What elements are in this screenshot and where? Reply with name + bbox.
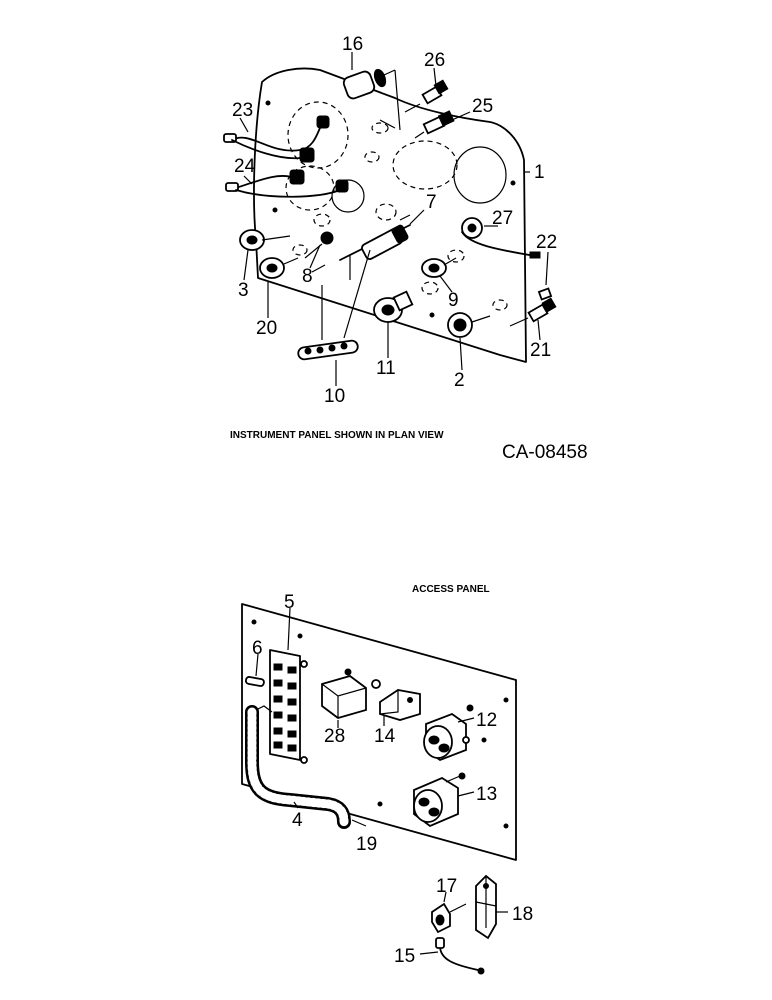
callout-26: 26: [424, 50, 445, 71]
instrument-panel-diagram: 16 26 23 25 1 24 7 27 22 3 8 9 20 21 11 …: [223, 34, 588, 463]
access-panel-diagram: ACCESS PANEL: [241, 584, 533, 975]
part-10-terminal-block: [297, 249, 371, 361]
callout-14: 14: [374, 726, 396, 747]
callout-9: 9: [448, 290, 459, 311]
callout-10: 10: [324, 386, 345, 407]
part-8-nut: [304, 231, 334, 259]
instrument-panel-caption: INSTRUMENT PANEL SHOWN IN PLAN VIEW: [230, 430, 444, 441]
callout-22: 22: [536, 232, 557, 253]
instrument-panel-plate: [253, 67, 527, 363]
part-15-wire: [435, 937, 485, 975]
callout-20: 20: [256, 318, 277, 339]
part-20-gauge: [259, 257, 299, 279]
part-3-gauge: [239, 229, 291, 251]
top-callouts: 16 26 23 25 1 24 7 27 22 3 8 9 20 21 11 …: [232, 34, 557, 407]
callout-23: 23: [232, 100, 253, 121]
callout-28: 28: [324, 726, 345, 747]
bottom-leader-lines: [255, 607, 508, 955]
part-17-flasher: [431, 902, 467, 934]
callout-16: 16: [342, 34, 363, 55]
callout-3: 3: [238, 280, 249, 301]
access-panel-caption: ACCESS PANEL: [412, 584, 490, 595]
callout-18: 18: [512, 904, 533, 925]
part-5-fuse-block: [269, 649, 308, 764]
callout-7: 7: [426, 192, 437, 213]
part-11-switch: [373, 290, 414, 323]
callout-5: 5: [284, 592, 295, 613]
callout-11: 11: [376, 358, 396, 379]
part-26-bulb: [404, 79, 449, 113]
callout-24: 24: [234, 156, 256, 177]
part-14-bracket: [379, 689, 421, 721]
part-16-sender: [342, 68, 401, 131]
callout-2: 2: [454, 370, 465, 391]
part-7-switch: [311, 214, 411, 280]
bottom-callouts: 5 6 28 14 12 13 4 19 17 18 15: [252, 592, 533, 967]
callout-1: 1: [534, 162, 545, 183]
part-27-bulb-lead: [461, 217, 541, 259]
callout-13: 13: [476, 784, 497, 805]
gauge-holes: [265, 100, 516, 318]
part-4-harness: [245, 705, 351, 829]
part-9-switch: [421, 257, 457, 278]
top-leader-lines: [239, 52, 549, 386]
part-2-switch: [447, 312, 491, 338]
callout-4: 4: [292, 810, 303, 831]
callout-17: 17: [436, 876, 457, 897]
part-12-switch: [423, 704, 474, 762]
part-24-lamp-wire: [225, 169, 349, 198]
callout-8: 8: [302, 266, 313, 287]
callout-19: 19: [356, 834, 377, 855]
part-13-switch: [413, 772, 466, 828]
part-6-fuse: [245, 676, 265, 687]
part-18-bracket: [475, 874, 497, 940]
callout-12: 12: [476, 710, 497, 731]
part-21-socket: [509, 297, 557, 327]
callout-25: 25: [472, 96, 493, 117]
part-25-bulb: [414, 110, 455, 139]
callout-27: 27: [492, 208, 513, 229]
callout-6: 6: [252, 638, 263, 659]
diagram-code: CA-08458: [502, 442, 588, 463]
part-23-lamp-wire: [223, 115, 330, 163]
part-28-relay: [321, 668, 381, 719]
access-panel-plate: [241, 603, 517, 861]
callout-15: 15: [394, 946, 415, 967]
part-22-bulb: [537, 287, 553, 301]
callout-21: 21: [530, 340, 551, 361]
